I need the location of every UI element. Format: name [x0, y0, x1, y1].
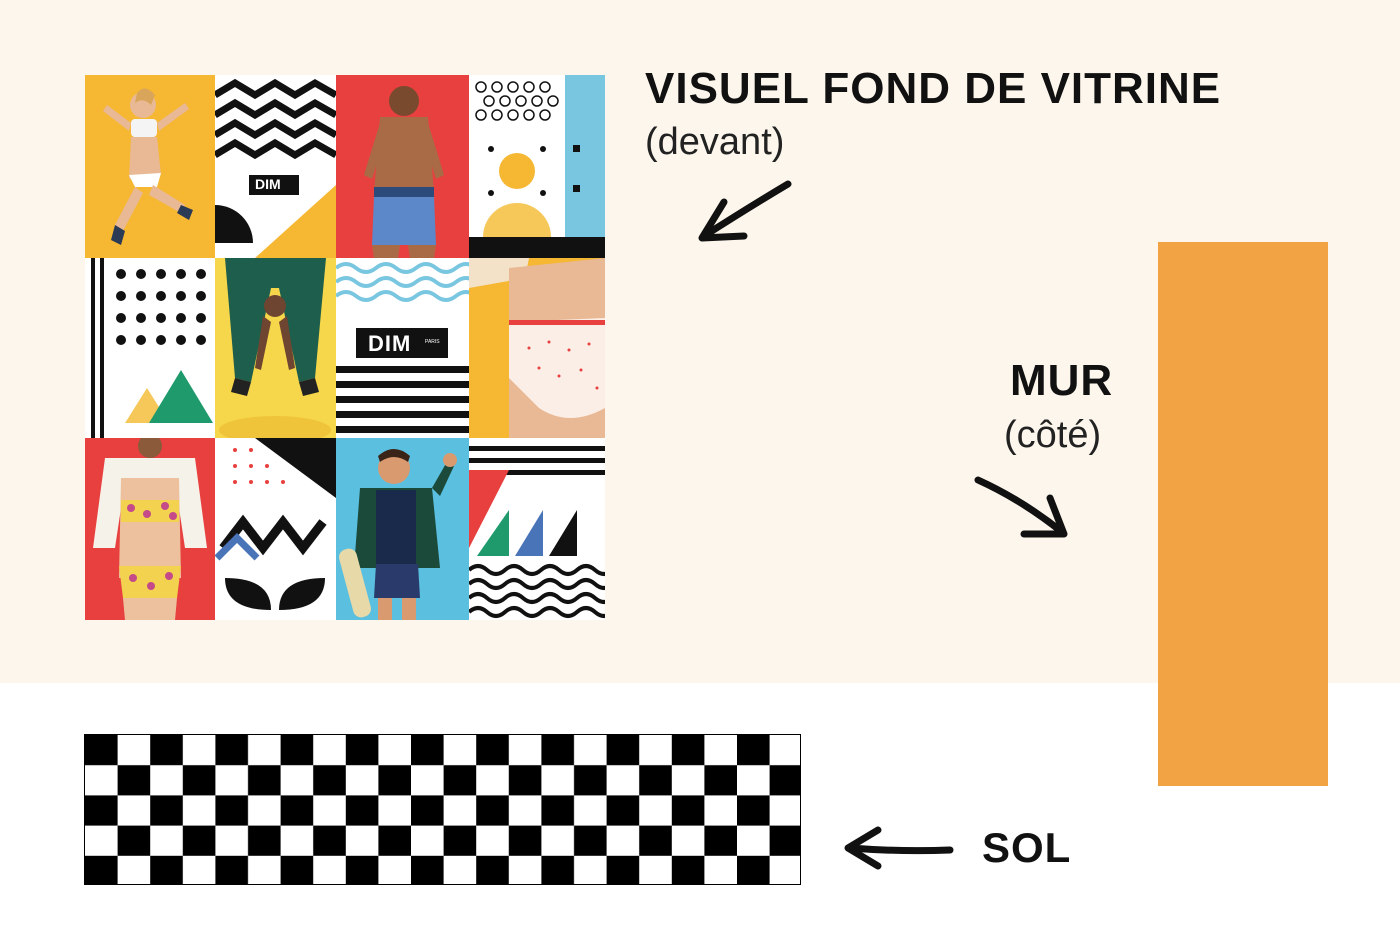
photo-woman-briefs [469, 258, 605, 438]
floor-title: SOL [982, 824, 1072, 871]
pattern-zigzag-dim: DIM [215, 75, 336, 258]
wall-title: MUR [1010, 356, 1114, 405]
dim-logo-large: DIM [368, 331, 412, 356]
photo-man-back [336, 75, 469, 258]
photo-person-bending [215, 258, 336, 438]
photo-boy-skateboard [336, 438, 469, 620]
photo-girl-jumping [85, 75, 215, 258]
arrow-left-icon [844, 826, 954, 870]
front-visual-subtitle: (devant) [645, 121, 785, 163]
pattern-circles-sun [469, 75, 605, 258]
dim-logo-subtext: PARIS [425, 339, 440, 345]
pattern-stripes-sails [469, 438, 605, 620]
pattern-waves-dim-logo: DIM PARIS [336, 258, 469, 438]
pattern-dots-triangles [85, 258, 215, 438]
window-visual-mosaic: DIM [85, 75, 605, 620]
wall-subtitle: (côté) [1004, 414, 1102, 456]
pattern-zigzag-leaves [215, 438, 336, 620]
arrow-down-left-icon [698, 180, 792, 242]
arrow-down-right-icon [974, 476, 1068, 538]
dim-logo-small: DIM [255, 176, 281, 192]
front-visual-title: VISUEL FOND DE VITRINE [645, 64, 1222, 113]
photo-woman-floral-lingerie [85, 438, 215, 620]
floor-checkerboard [84, 734, 801, 885]
wall-side-panel [1158, 242, 1328, 786]
